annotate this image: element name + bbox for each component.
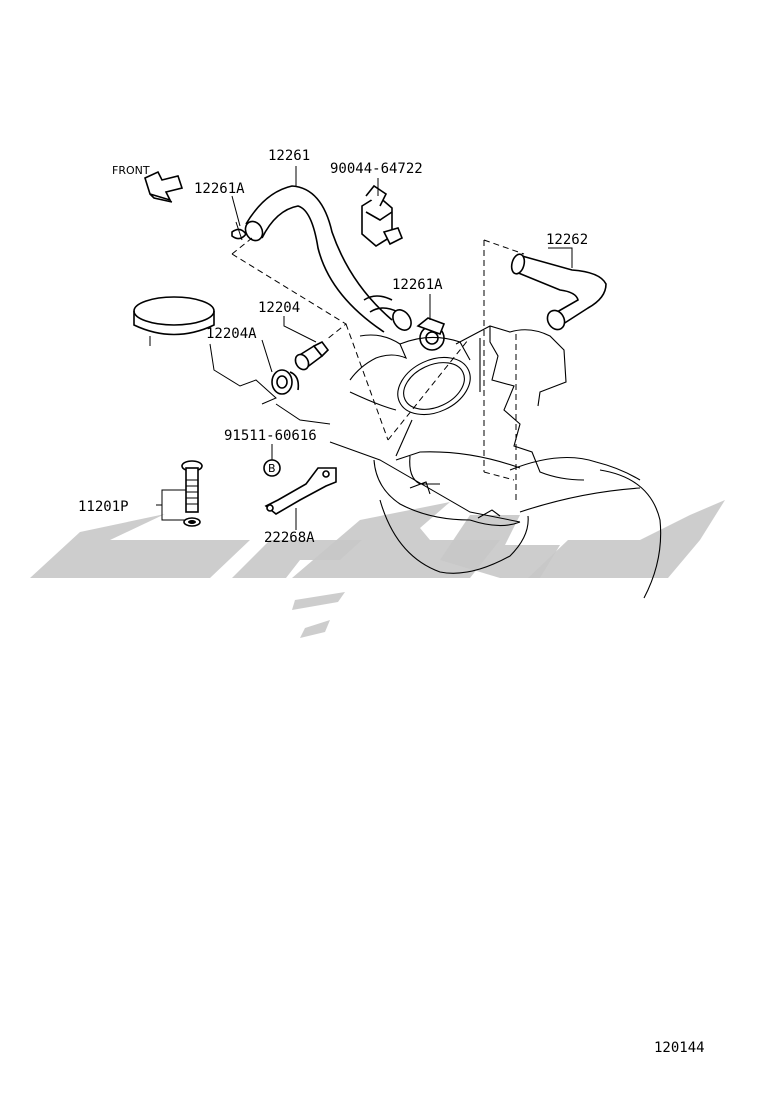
label-12261: 12261: [268, 148, 310, 164]
label-callout-b: B: [268, 462, 276, 475]
label-22268A: 22268A: [264, 530, 315, 546]
leader-lines: [156, 166, 573, 530]
label-91511-60616: 91511-60616: [224, 428, 317, 444]
label-12261A-left: 12261A: [194, 181, 245, 197]
hose-clip-left-icon: [231, 221, 248, 241]
hose-clamp-right-icon: [416, 317, 446, 351]
label-12261A-right: 12261A: [392, 277, 443, 293]
drawing-number: 120144: [654, 1040, 705, 1056]
watermark-logo: [30, 500, 725, 638]
grommet-12204A-icon: [271, 369, 300, 395]
engine-outline: [349, 325, 662, 599]
dashed-guides: [231, 237, 525, 504]
hose-12261: [244, 185, 412, 333]
bolt-11201P-icon: [181, 460, 203, 527]
hose-12262: [510, 253, 607, 331]
oil-cap-icon: [133, 296, 215, 346]
label-12204: 12204: [258, 300, 300, 316]
pcv-valve-12204-icon: [294, 340, 330, 371]
label-12262: 12262: [546, 232, 588, 248]
front-arrow-icon: [144, 170, 184, 203]
label-90044-64722: 90044-64722: [330, 161, 423, 177]
label-11201P: 11201P: [78, 499, 129, 515]
callout-b: [263, 459, 281, 477]
front-label: FRONT: [112, 164, 150, 177]
clip-90044-icon: [361, 184, 404, 247]
bracket-22268A-icon: [264, 467, 337, 515]
label-12204A: 12204A: [206, 326, 257, 342]
